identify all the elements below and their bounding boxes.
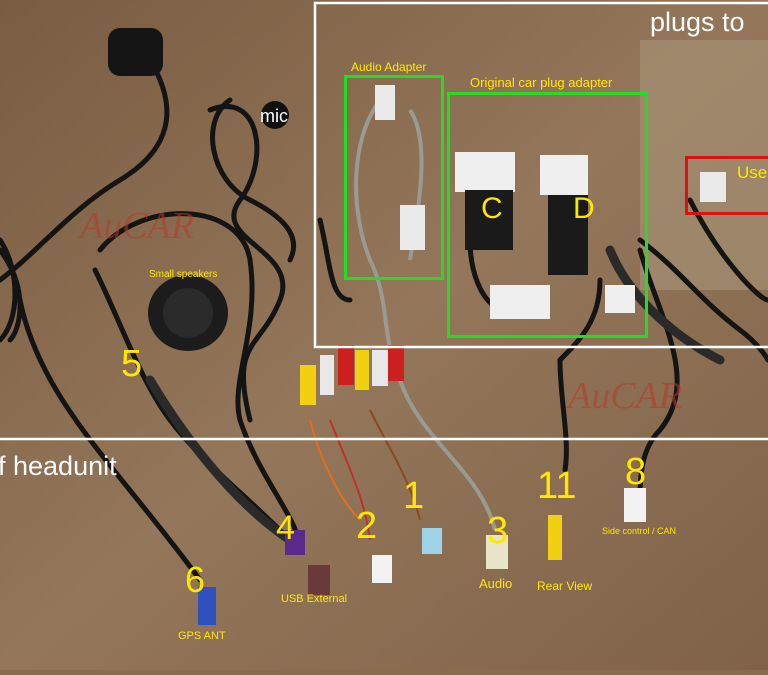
- gps-ant-label: GPS ANT: [178, 630, 226, 642]
- small-speakers-label: Small speakers: [149, 269, 218, 280]
- audio-label: Audio: [479, 576, 513, 591]
- marker-5: 5: [121, 343, 143, 385]
- original-car-plug-adapter-box: [447, 92, 648, 338]
- marker-4: 4: [276, 509, 295, 547]
- marker-2: 2: [356, 505, 378, 547]
- marker-8: 8: [625, 451, 647, 493]
- marker-11: 11: [537, 465, 577, 507]
- watermark-logo-1: AuCAR: [80, 205, 194, 247]
- marker-c: C: [481, 192, 503, 225]
- audio-adapter-label: Audio Adapter: [351, 60, 427, 74]
- use-label: Use: [737, 163, 768, 182]
- marker-6: 6: [185, 559, 206, 600]
- side-control-can-label: Side control / CAN: [602, 526, 677, 536]
- mic-label: mic: [260, 106, 288, 126]
- usb-external-label: USB External: [281, 593, 348, 605]
- headunit-label: f headunit: [0, 451, 117, 481]
- use-box: [685, 156, 768, 215]
- marker-1: 1: [403, 475, 425, 517]
- marker-d: D: [573, 192, 595, 225]
- rear-view-label: Rear View: [537, 579, 593, 593]
- original-car-plug-adapter-label: Original car plug adapter: [470, 75, 613, 90]
- audio-adapter-box: [344, 75, 444, 280]
- plugs-to-label: plugs to: [650, 7, 745, 37]
- marker-3: 3: [487, 510, 509, 552]
- watermark-logo-2: AuCAR: [568, 375, 682, 417]
